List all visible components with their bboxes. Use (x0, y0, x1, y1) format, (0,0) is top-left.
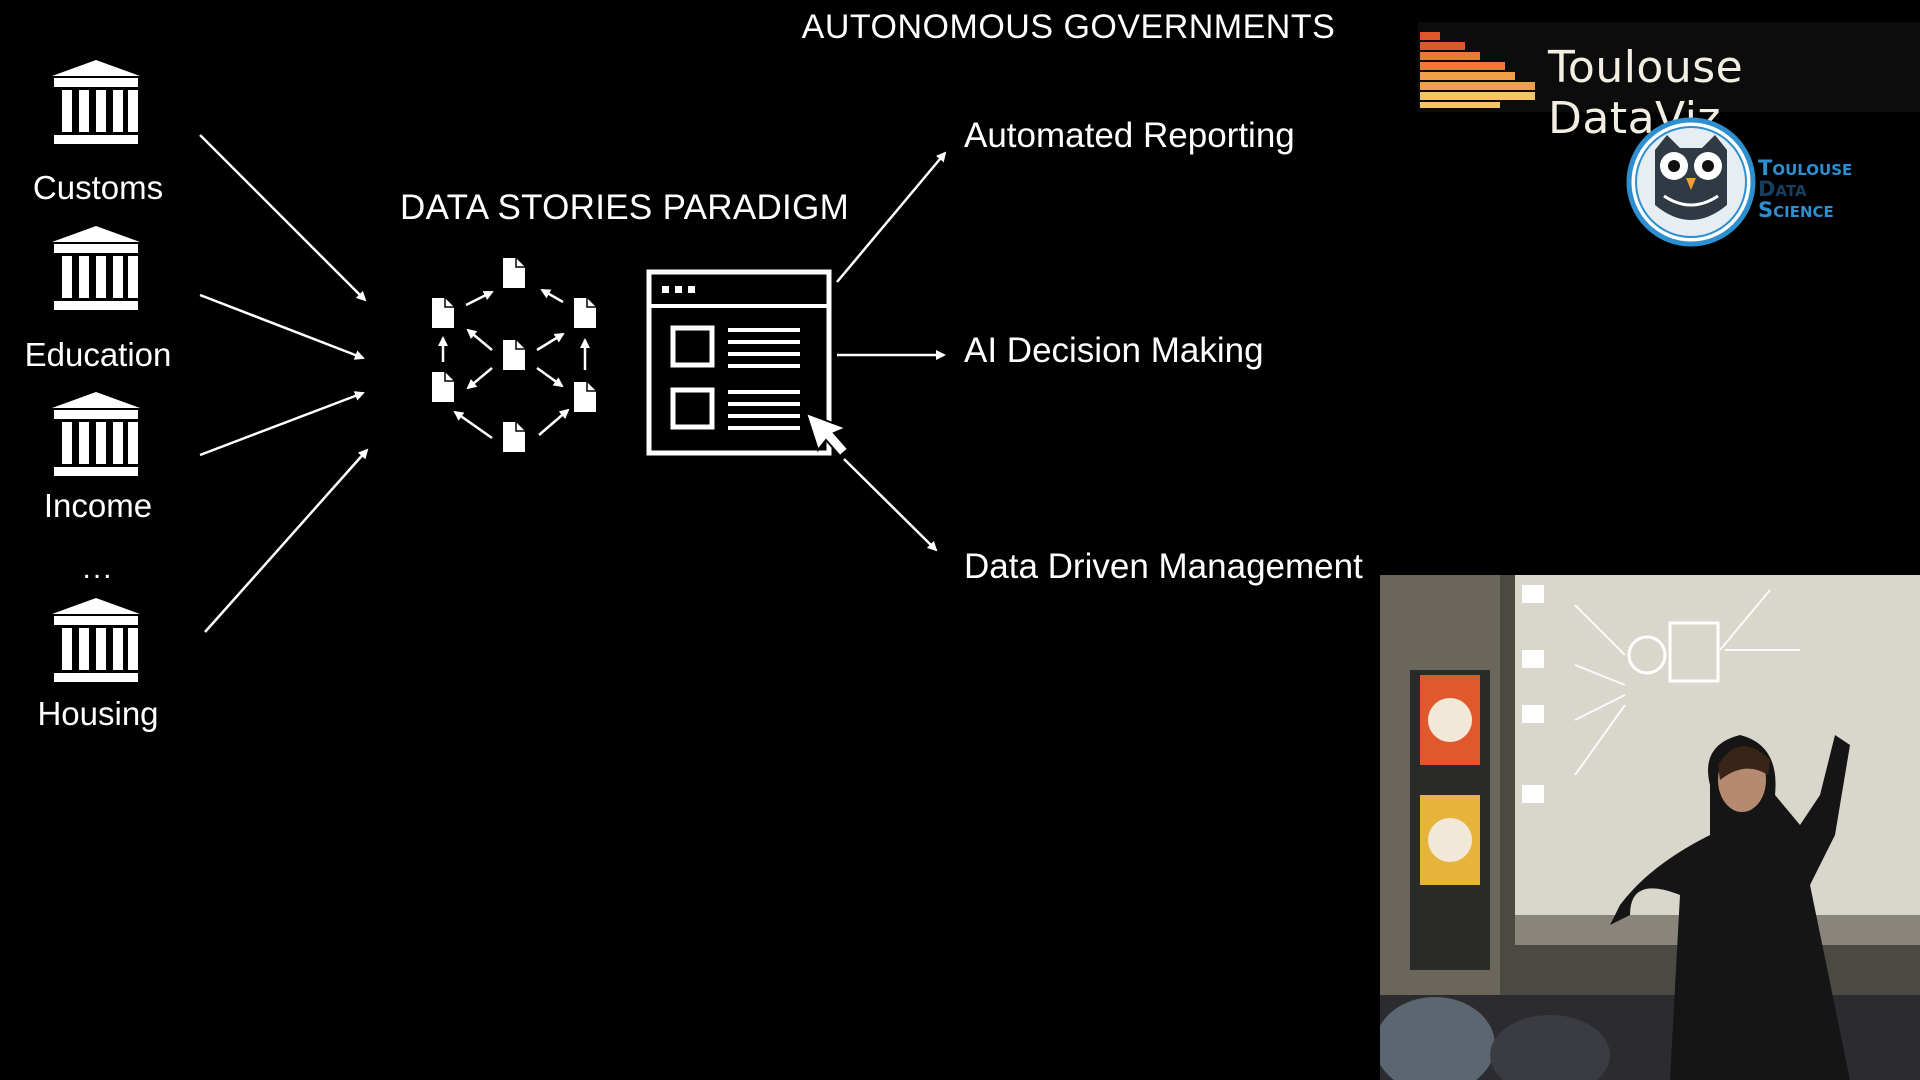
arrow-data-driven (843, 458, 938, 552)
output-arrows (836, 151, 947, 552)
gov-label-customs: Customs (32, 169, 164, 206)
output-ai-decision-making: AI Decision Making (964, 331, 1264, 370)
income-building-icon (52, 392, 140, 476)
customs-building-icon (52, 60, 140, 144)
housing-building-icon (52, 598, 140, 682)
tds-line-3: Science (1758, 198, 1834, 222)
arrow-customs (199, 134, 367, 302)
gov-label-income: Income (43, 487, 153, 524)
bar-logo-icon (1420, 32, 1535, 108)
paradigm-title: DATA STORIES PARADIGM (400, 188, 850, 227)
tds-line-1: Toulouse (1758, 156, 1853, 180)
speaker-video (1380, 575, 1920, 1080)
slide-title: AUTONOMOUS GOVERNMENTS (801, 8, 1336, 46)
gov-label-housing: Housing (37, 695, 159, 732)
tds-logo-text: Toulouse Data Science (1758, 158, 1852, 221)
arrow-housing (204, 448, 369, 633)
ellipsis: ... (82, 552, 114, 585)
speaker-video-frame (1380, 575, 1920, 1080)
cursor-icon (804, 411, 850, 458)
education-building-icon (52, 226, 140, 310)
arrow-automated-reporting (836, 151, 947, 283)
gov-label-education: Education (24, 336, 172, 373)
arrow-education (199, 293, 365, 360)
input-arrows (199, 134, 369, 633)
tds-line-2: Data (1758, 177, 1807, 201)
arrow-income (199, 391, 365, 457)
output-automated-reporting: Automated Reporting (964, 116, 1295, 155)
document-network-icon (431, 257, 597, 453)
output-data-driven-management: Data Driven Management (964, 547, 1363, 586)
banner-title: Toulouse DataViz (1548, 42, 1744, 144)
dashboard-window-icon (646, 269, 850, 458)
toulouse-dataviz-banner (1418, 22, 1920, 112)
